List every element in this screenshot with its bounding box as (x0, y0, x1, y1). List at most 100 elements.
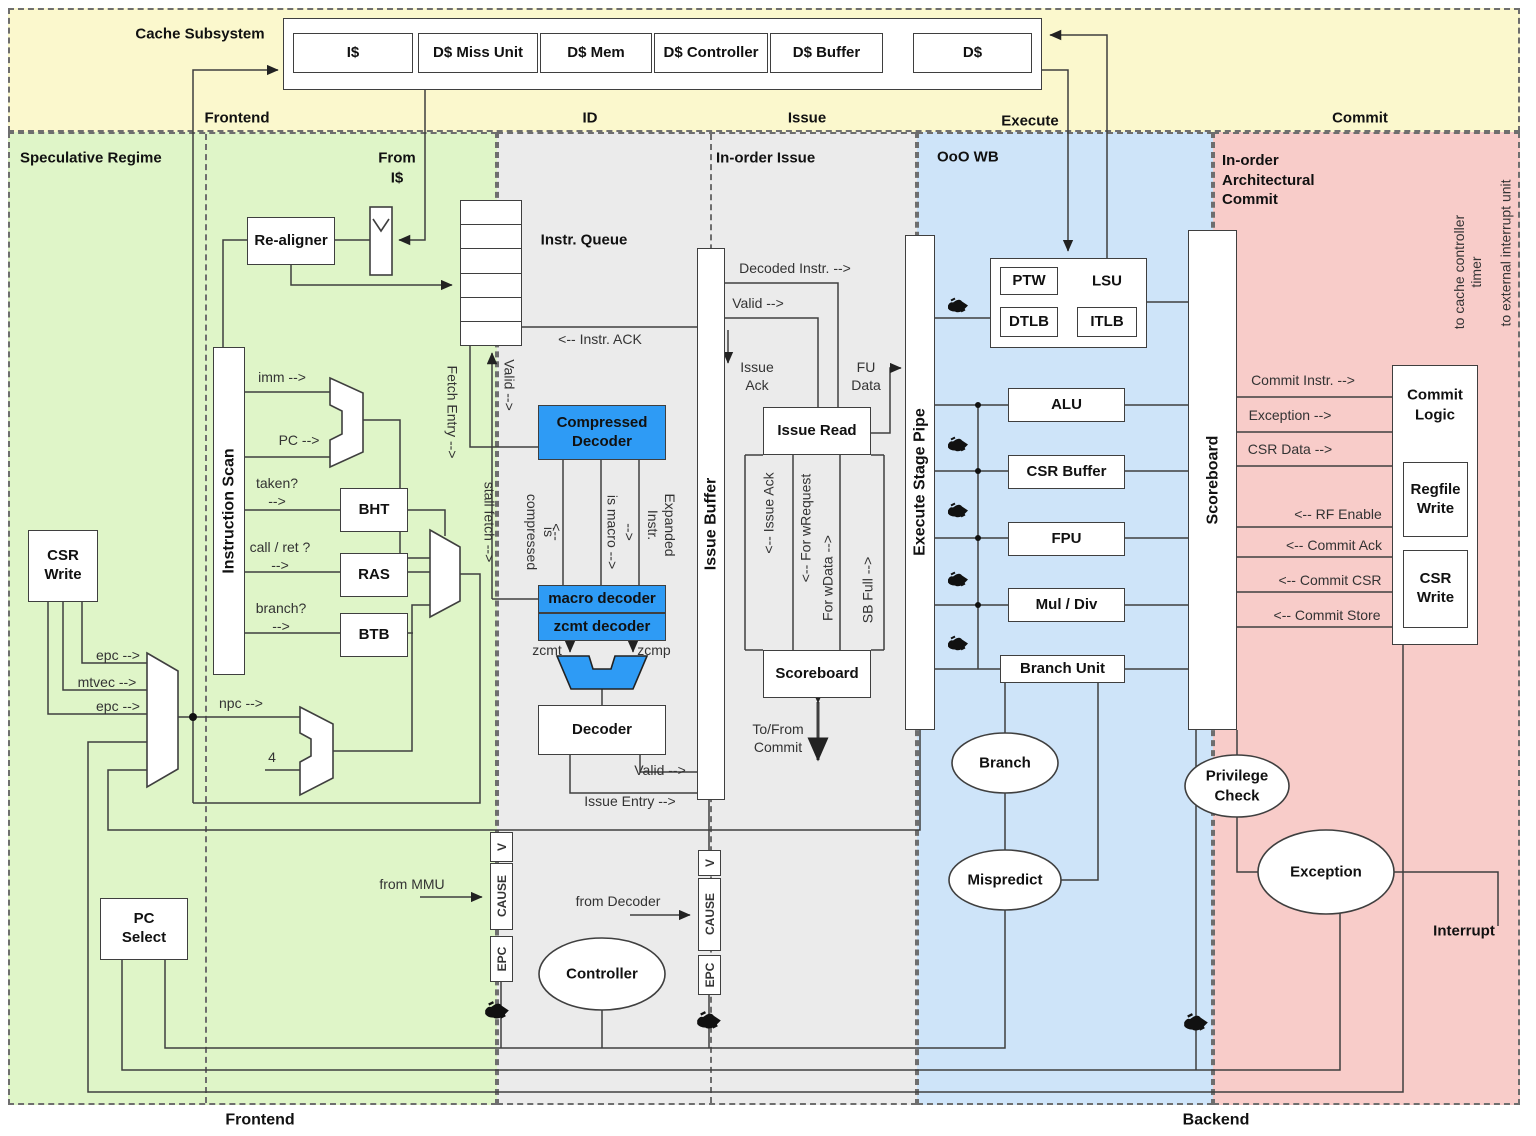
csr-reg-v-green (490, 832, 513, 862)
icache-box: I$ (293, 33, 413, 73)
stage-label-execute: Execute (1001, 112, 1059, 130)
epc1-label: epc --> (96, 646, 140, 663)
csr-reg-cause-green-label: CAUSE (494, 874, 509, 918)
taken-label: taken? --> (255, 474, 299, 509)
instruction-scan-bar (213, 347, 245, 675)
csr-data-label: CSR Data --> (1247, 440, 1333, 457)
from-mmu-label: from MMU (379, 875, 445, 892)
commit-scoreboard-label: Scoreboard (1204, 435, 1222, 525)
branch-ellipse (951, 732, 1059, 794)
csr-write-commit-box: CSR Write (1403, 550, 1468, 628)
exception-ellipse (1257, 829, 1395, 915)
handshake-icon (947, 502, 969, 524)
regfile-write-box: Regfile Write (1403, 462, 1468, 537)
instruction-scan-label: Instruction Scan (220, 448, 238, 574)
issue-scoreboard-box: Scoreboard (763, 650, 871, 698)
commit-csr-label: <-- Commit CSR (1278, 571, 1382, 588)
lsu-label: LSU (1092, 272, 1122, 290)
for-wdata-label: For wData --> (819, 535, 836, 621)
stage-label-frontend: Frontend (204, 109, 270, 127)
divider-speculative (205, 134, 207, 1103)
speculative-regime-label: Speculative Regime (20, 149, 162, 167)
csr-reg-cause-gray (698, 878, 721, 951)
four-label: 4 (268, 748, 276, 765)
csr-reg-epc-green-label: EPC (494, 946, 509, 972)
ras-box: RAS (340, 553, 408, 597)
instr-queue-label: Instr. Queue (540, 231, 628, 249)
csr-reg-v-gray-label: V (702, 858, 717, 868)
fpu-box: FPU (1008, 522, 1125, 556)
sb-full-label: SB Full --> (859, 556, 876, 624)
mul-div-box: Mul / Div (1008, 588, 1125, 622)
in-order-issue-label: In-order Issue (716, 149, 816, 167)
mispredict-ellipse (948, 849, 1062, 911)
dcache-buffer-box: D$ Buffer (770, 33, 883, 73)
pc-select-box: PC Select (100, 898, 188, 960)
csr-reg-v-gray (698, 850, 721, 876)
is-compressed-arrow: <-- (548, 523, 565, 541)
branch-ellipse-label: Branch (979, 754, 1031, 772)
execute-stage-pipe-label: Execute Stage Pipe (911, 408, 929, 556)
pc-label: PC --> (278, 431, 320, 448)
to-external-interrupt-label: to external interrupt unit (1497, 179, 1514, 327)
issue-entry-label: Issue Entry --> (584, 792, 676, 809)
handshake-icon (696, 1011, 722, 1036)
stall-fetch-label: stall fetch --> (481, 481, 498, 563)
csr-write-frontend-box: CSR Write (28, 530, 98, 602)
junction-dots (189, 402, 981, 721)
dcache-miss-unit-box: D$ Miss Unit (418, 33, 538, 73)
instr-ack-label: <-- Instr. ACK (558, 330, 642, 347)
macro-decoder-box: macro decoder (538, 585, 666, 613)
privilege-check-label: Privilege Check (1205, 767, 1269, 805)
fetch-valve (369, 206, 393, 276)
handshake-icon (947, 436, 969, 458)
from-is-label: From I$ (378, 149, 416, 187)
zcmt-decoder-box: zcmt decoder (538, 613, 666, 641)
bottom-backend-label: Backend (1182, 1111, 1250, 1129)
exception-out-label: Exception --> (1248, 406, 1332, 423)
cache-subsystem-title: Cache Subsystem (135, 25, 265, 43)
csr-reg-cause-gray-label: CAUSE (702, 892, 717, 936)
itlb-box: ITLB (1077, 307, 1137, 337)
csr-reg-cause-green (490, 863, 513, 930)
is-macro-label: is macro --> (604, 494, 621, 570)
fu-data-label: FU Data (851, 358, 881, 393)
to-cache-controller-label: to cache controller timer (1451, 214, 1484, 330)
imm-label: imm --> (258, 368, 306, 385)
handshake-icon (484, 1001, 510, 1026)
valid-issue-label: Valid --> (732, 294, 784, 311)
branch-label: branch? --> (255, 599, 307, 634)
stage-label-commit: Commit (1332, 109, 1388, 127)
valid-fetch-label: Valid --> (501, 359, 518, 411)
region-frontend-green (8, 132, 497, 1105)
commit-scoreboard-bar (1188, 230, 1237, 730)
bottom-frontend-label: Frontend (225, 1111, 295, 1129)
call-ret-label: call / ret ? --> (249, 538, 311, 573)
compressed-decoder-box: Compressed Decoder (538, 405, 666, 460)
controller-ellipse (538, 937, 666, 1011)
issue-ack-vlabel: <-- Issue Ack (760, 472, 777, 554)
interrupt-label: Interrupt (1433, 922, 1495, 940)
fetch-valve-chevron (372, 218, 390, 233)
from-decoder-label: from Decoder (575, 892, 661, 909)
dcache-controller-box: D$ Controller (654, 33, 768, 73)
alu-box: ALU (1008, 388, 1125, 422)
zcmp-label: zcmp (637, 641, 671, 658)
npc-label: npc --> (219, 694, 263, 711)
csr-reg-epc-gray-label: EPC (702, 962, 717, 988)
dcache-box: D$ (913, 33, 1032, 73)
handshake-icon (947, 571, 969, 593)
ptw-box: PTW (1000, 267, 1058, 295)
in-order-arch-commit-label: In-order Architectural Commit (1222, 151, 1315, 208)
btb-box: BTB (340, 613, 408, 657)
expanded-arrow: --> (621, 523, 638, 541)
issue-buffer-bar (697, 248, 725, 800)
mux-npc (299, 705, 334, 797)
handshake-icon (947, 635, 969, 657)
zc-funnel (555, 655, 649, 690)
privilege-check-ellipse (1184, 754, 1290, 818)
valid-decoder-label: Valid --> (634, 761, 686, 778)
commit-instr-label: Commit Instr. --> (1251, 371, 1355, 388)
branch-unit-box: Branch Unit (1000, 655, 1125, 683)
